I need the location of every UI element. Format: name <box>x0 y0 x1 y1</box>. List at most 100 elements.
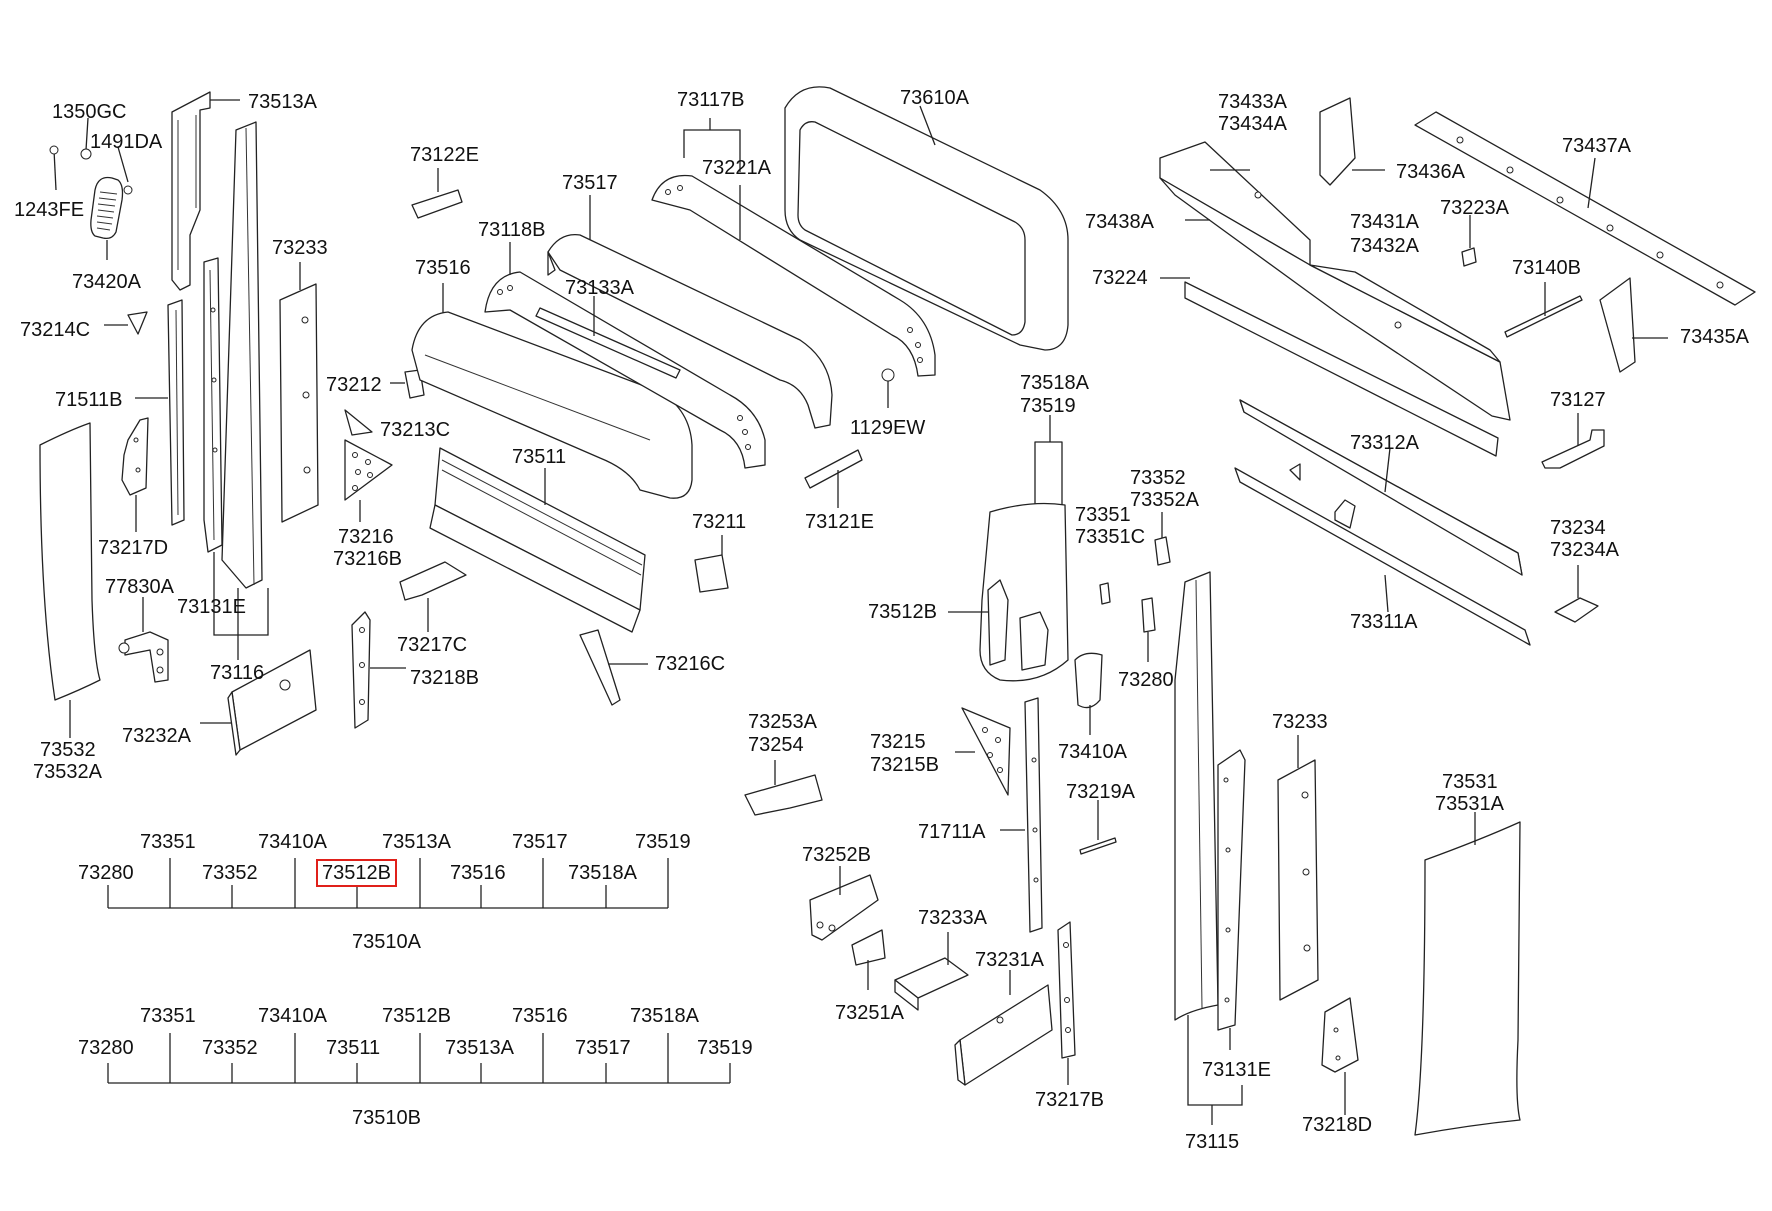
label-73217c: 73217C <box>397 634 468 656</box>
bolt-1129ew <box>881 368 895 408</box>
label-1491da: 1491DA <box>90 131 163 153</box>
bracket-73218d <box>1321 997 1359 1115</box>
assy-a-bottom-4: 73516 <box>450 862 506 884</box>
assembly-tree-73510a <box>107 858 669 909</box>
label-73122e: 73122E <box>410 144 479 166</box>
bracket-73233a <box>894 932 969 1011</box>
bracket-73252b <box>809 866 879 941</box>
bracket-73351 <box>1099 582 1111 605</box>
panel-73532 <box>39 422 101 738</box>
label-73233-left: 73233 <box>272 237 328 259</box>
bracket-73121e <box>804 449 863 508</box>
bracket-73217d <box>121 417 149 532</box>
washer-1350gc <box>80 117 92 160</box>
assy-b-bottom-1: 73280 <box>78 1037 134 1059</box>
assy-a-top-4: 73517 <box>512 831 568 853</box>
pillar-71511b <box>135 299 185 526</box>
label-73215: 73215 <box>870 731 926 753</box>
label-73233a: 73233A <box>918 907 987 929</box>
bracket-73410a <box>1074 652 1103 735</box>
strip-73233-right <box>1277 735 1319 1001</box>
label-73437a: 73437A <box>1562 135 1631 157</box>
label-73513a: 73513A <box>248 91 317 113</box>
label-73253a: 73253A <box>748 711 817 733</box>
label-73224: 73224 <box>1092 267 1148 289</box>
assy-b-top-1: 73351 <box>140 1005 196 1027</box>
bracket-73251a <box>851 929 886 990</box>
label-73432a: 73432A <box>1350 235 1419 257</box>
bracket-73253a <box>744 760 823 816</box>
panel-73531 <box>1414 812 1521 1136</box>
label-73531a: 73531A <box>1435 793 1504 815</box>
strip-73219a <box>1079 800 1117 855</box>
label-73351c: 73351C <box>1075 526 1146 548</box>
clip-73280 <box>1141 597 1156 662</box>
label-73532a: 73532A <box>33 761 102 783</box>
pillar-73115 <box>1174 571 1219 1021</box>
grille-73420a <box>90 176 124 260</box>
arch-73221a <box>651 174 936 377</box>
label-73140b: 73140B <box>1512 257 1581 279</box>
strip-73233-left <box>279 262 319 523</box>
label-71511b: 71511B <box>55 389 123 411</box>
assy-b-bottom-5: 73517 <box>575 1037 631 1059</box>
label-73436a: 73436A <box>1396 161 1465 183</box>
bracket-73216c <box>579 629 648 706</box>
assy-a-top-1: 73351 <box>140 831 196 853</box>
label-73232a: 73232A <box>122 725 191 747</box>
pillar-73131e-left <box>203 257 223 553</box>
label-73211: 73211 <box>692 511 747 533</box>
label-73131e-left: 73131E <box>177 596 246 618</box>
strip-73140b <box>1504 282 1583 338</box>
assembly-tree-73510b <box>107 1033 731 1084</box>
label-73216: 73216 <box>338 526 394 548</box>
panel-73438a <box>1159 141 1511 421</box>
assy-a-bottom-3-highlighted[interactable]: 73512B <box>316 859 397 887</box>
label-73234a: 73234A <box>1550 539 1619 561</box>
label-73519: 73519 <box>1020 395 1076 417</box>
assy-a-bottom-1: 73280 <box>78 862 134 884</box>
label-73311a: 73311A <box>1350 611 1418 633</box>
channel-73231a <box>954 970 1053 1086</box>
label-73216b: 73216B <box>333 548 402 570</box>
pillar-71711a <box>1000 697 1043 933</box>
assy-b-bottom-6: 73519 <box>697 1037 753 1059</box>
label-73121e: 73121E <box>805 511 874 533</box>
plate-73518a <box>1034 415 1063 506</box>
label-73233-right: 73233 <box>1272 711 1328 733</box>
label-73254: 73254 <box>748 734 804 756</box>
label-73351: 73351 <box>1075 504 1131 526</box>
assy-b-top-4: 73516 <box>512 1005 568 1027</box>
bracket-73218b <box>351 611 406 729</box>
assy-a-bottom-5: 73518A <box>568 862 637 884</box>
label-73531: 73531 <box>1442 771 1498 793</box>
frame-73610a <box>784 86 1069 351</box>
bracket-73217b <box>1057 921 1076 1085</box>
label-73217b: 73217B <box>1035 1089 1104 1111</box>
assy-a-bottom-2: 73352 <box>202 862 258 884</box>
bracket-73352 <box>1154 512 1171 566</box>
label-73517: 73517 <box>562 172 618 194</box>
label-73438a: 73438A <box>1085 211 1154 233</box>
label-73312a: 73312A <box>1350 432 1419 454</box>
panel-73512b <box>948 502 1069 682</box>
label-73511: 73511 <box>512 446 567 468</box>
bracket-73217c <box>399 561 467 632</box>
label-73214c: 73214C <box>20 319 91 341</box>
label-73131e-right: 73131E <box>1202 1059 1271 1081</box>
assy-b-bottom-2: 73352 <box>202 1037 258 1059</box>
label-73217d: 73217D <box>98 537 169 559</box>
label-73431a: 73431A <box>1350 211 1419 233</box>
clip-1491da <box>117 146 133 195</box>
gusset-73216 <box>344 439 393 522</box>
strip-73224 <box>1160 277 1499 457</box>
label-73352a: 73352A <box>1130 489 1199 511</box>
pillar-73131e-right <box>1217 749 1246 1050</box>
screw-1243fe <box>49 145 59 191</box>
label-71711a: 71711A <box>918 821 986 843</box>
beam-73312a <box>1239 399 1523 576</box>
bracket-73122e <box>411 168 463 219</box>
beam-73311a <box>1234 463 1531 646</box>
bracket-73127 <box>1541 413 1605 469</box>
bracket-73435a <box>1599 277 1668 373</box>
